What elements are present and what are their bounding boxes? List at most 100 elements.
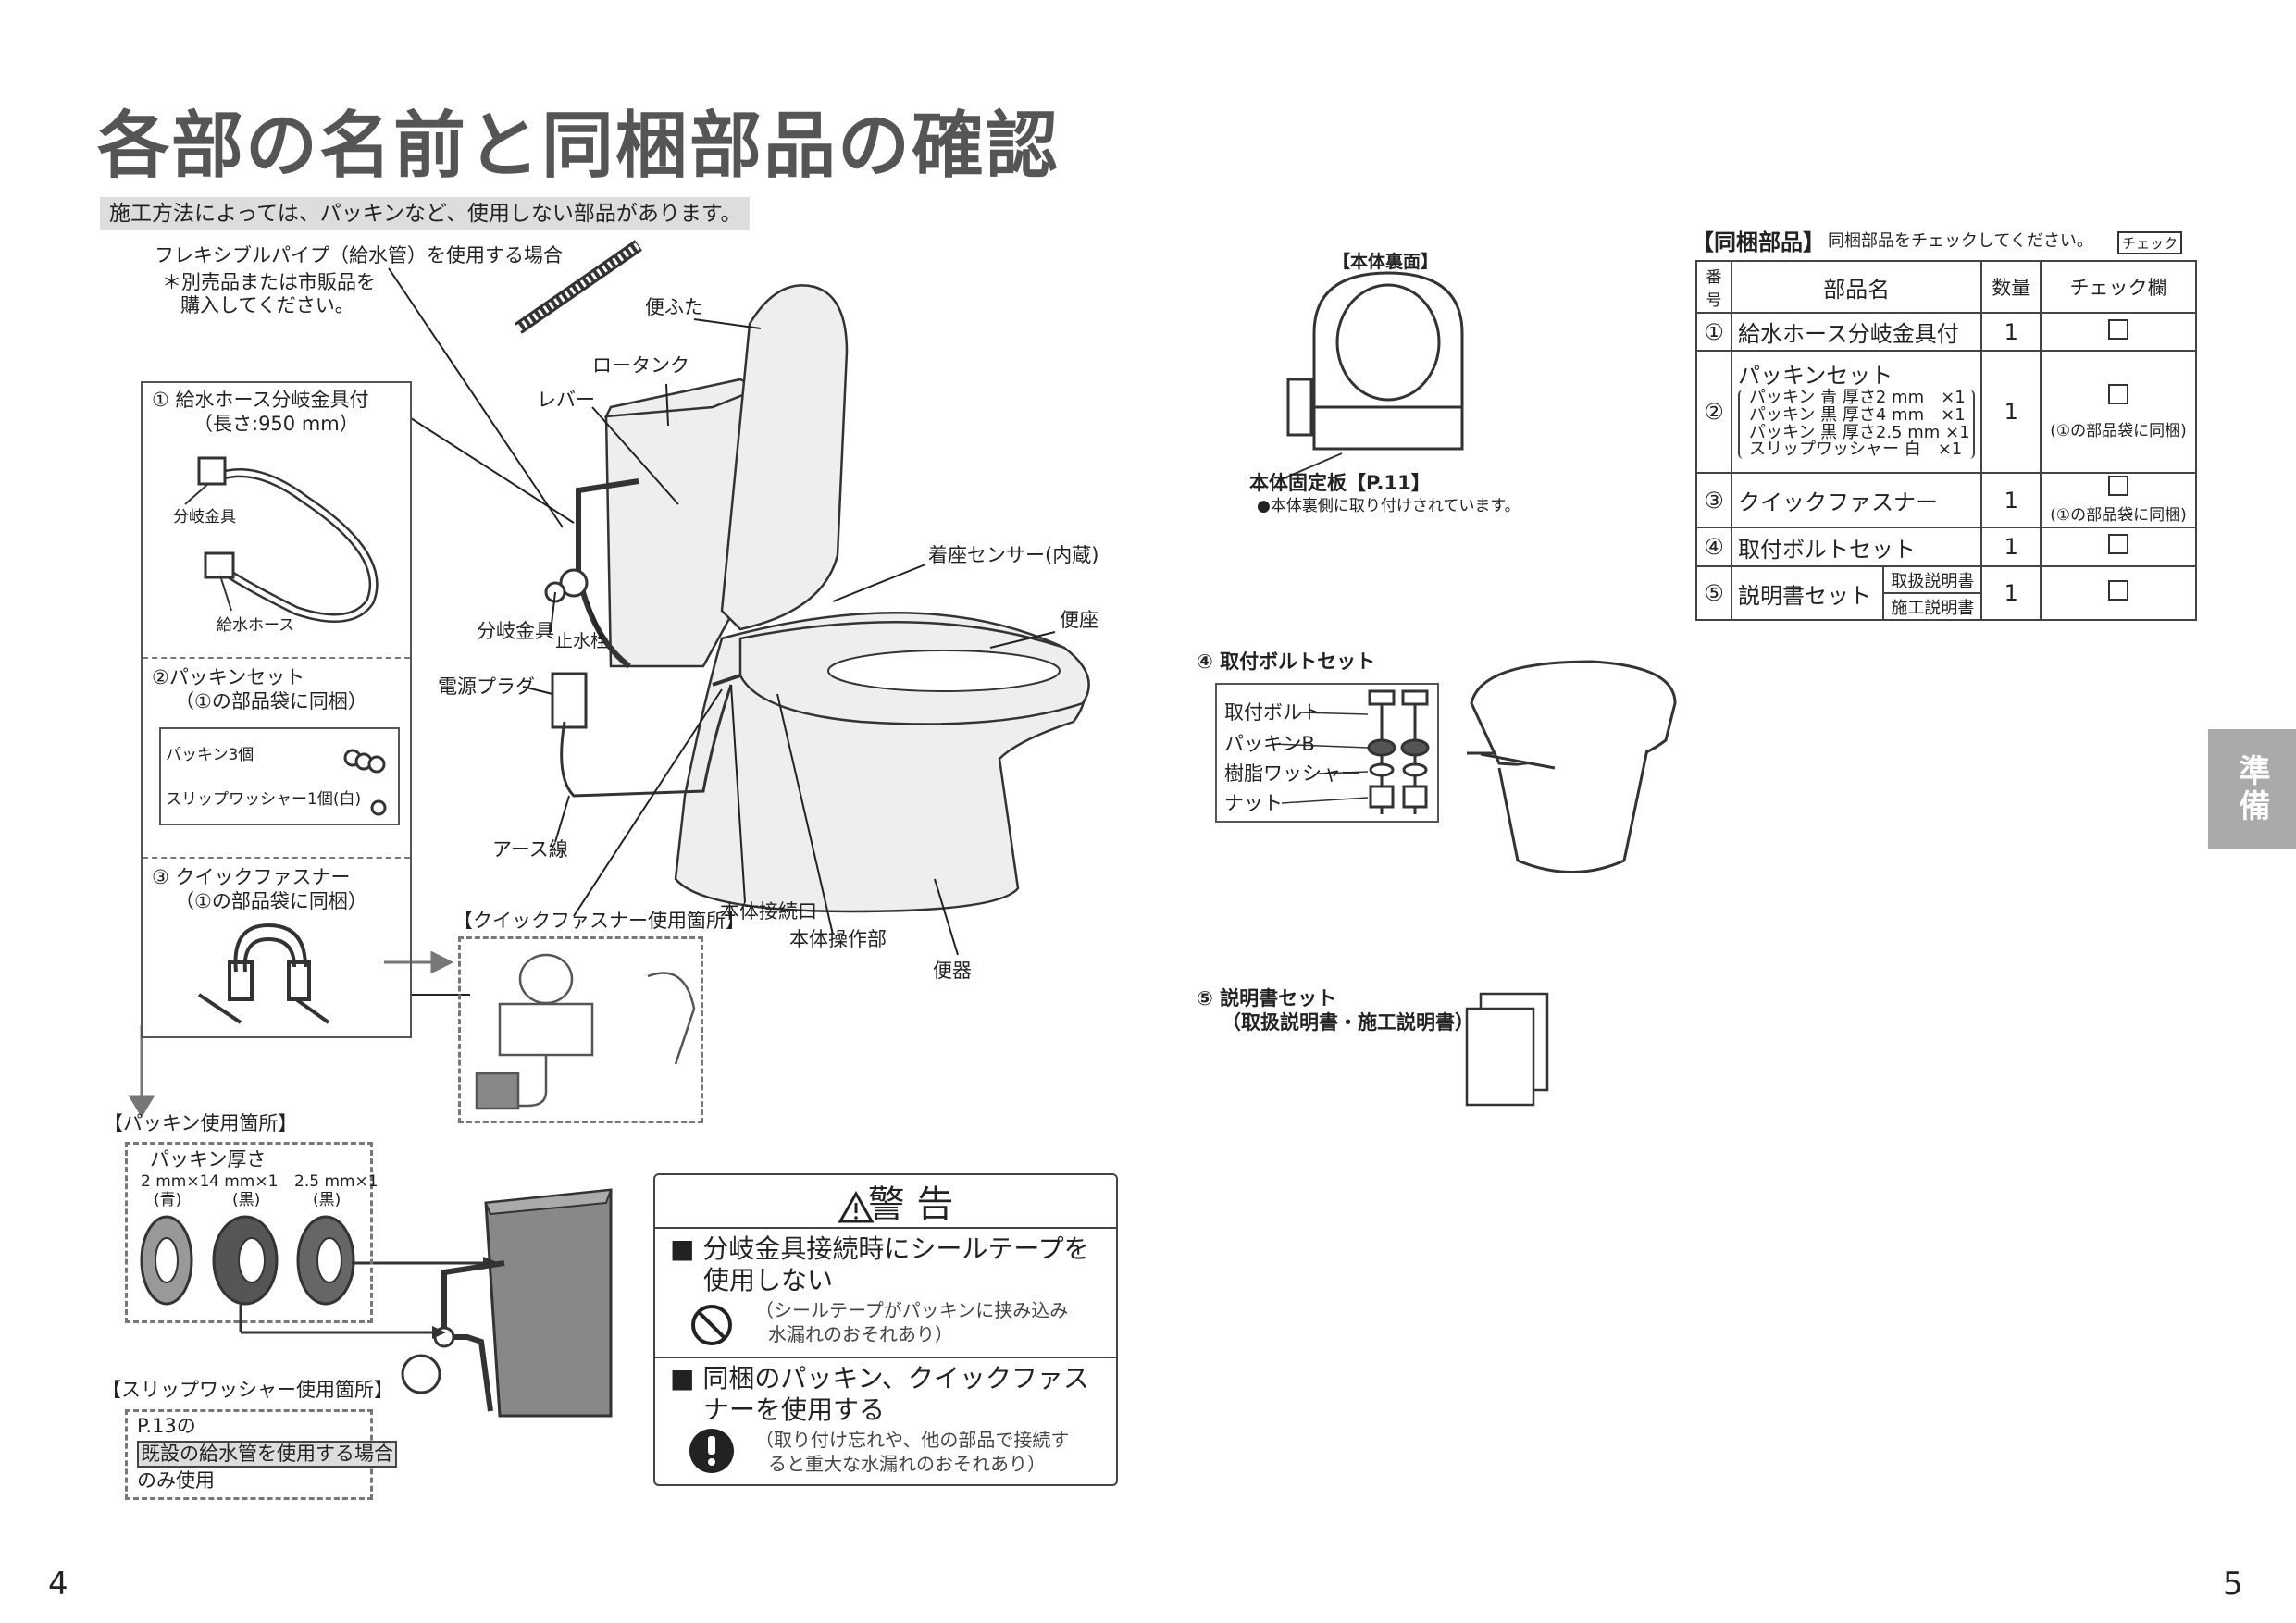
- packing-b-label: パッキンB: [1224, 733, 1315, 755]
- packing-thickness-label: パッキン厚さ: [150, 1148, 267, 1171]
- install-note: 施工方法によっては、パッキンなど、使用しない部品があります。: [100, 197, 750, 230]
- parts-heading: 【同梱部品】: [1692, 229, 1825, 255]
- resin-washer-label: 樹脂ワッシャー: [1224, 762, 1360, 785]
- bolt-set-title: ④ 取付ボルトセット: [1197, 650, 1376, 673]
- row-number: ①: [1695, 312, 1732, 352]
- warning-2-sub-a: （取り付け忘れや、他の部品で接続す: [755, 1429, 1070, 1451]
- panel-item1-title: ① 給水ホース分岐金具付: [152, 389, 369, 411]
- slip-ref: P.13の: [137, 1415, 196, 1437]
- panel-arrows: [128, 950, 454, 1118]
- parts-table: 番号 部品名 数量 チェック欄 ① 給水ホース分岐金具付 1 ② パッキンセット…: [1695, 260, 2197, 621]
- warning-1-sub-a: （シールテープがパッキンに挟み込み: [755, 1299, 1069, 1321]
- packing-detail-3: パッキン 黒 厚さ2.5 mm ×1: [1748, 422, 1970, 442]
- panel-item3-sub: （①の部品袋に同梱）: [175, 890, 367, 912]
- panel-divider: [143, 857, 410, 859]
- slip-only: のみ使用: [137, 1469, 215, 1492]
- packing-count: パッキン3個: [166, 746, 254, 764]
- check-box[interactable]: [2108, 318, 2129, 340]
- packing-color-2: (黒): [232, 1191, 261, 1209]
- fixing-plate-note: ●本体裏側に取り付けされています。: [1257, 497, 1520, 515]
- packing-size-1: 2 mm×1: [141, 1172, 210, 1191]
- warning-head-text: 警 告: [867, 1183, 954, 1226]
- earth-wire-label: アース線: [492, 838, 568, 861]
- panel-supply-hose: 給水ホース: [217, 616, 295, 635]
- manual-set-title: ⑤ 説明書セット: [1197, 987, 1337, 1010]
- row-qty: 1: [1980, 565, 2042, 621]
- row-name: パッキンセット: [1737, 362, 1893, 389]
- warning-head: 警 告: [655, 1175, 1116, 1229]
- nut-label: ナット: [1224, 792, 1283, 814]
- bolt-label: 取付ボルト: [1224, 701, 1322, 724]
- warning-triangle-icon: [838, 1190, 875, 1223]
- page-title: 各部の名前と同梱部品の確認: [97, 105, 1061, 188]
- included-parts-panel: ① 給水ホース分岐金具付 （長さ:950 mm） 分岐金具 給水ホース ②パッキ…: [141, 381, 412, 1038]
- row-number: ③: [1695, 472, 1732, 528]
- warning-1-sub-b: 水漏れのおそれあり）: [768, 1323, 953, 1345]
- bolt-set-frame: 取付ボルト パッキンB 樹脂ワッシャー ナット: [1215, 683, 1439, 823]
- lid-label: 便ふた: [645, 296, 703, 318]
- packing-size-3: 2.5 mm×1: [294, 1172, 379, 1191]
- manual-set-sub: （取扱説明書・施工説明書）: [1222, 1011, 1474, 1034]
- fixing-plate-label: 本体固定板【P.11】: [1249, 472, 1431, 494]
- toilet-drawing: [544, 284, 1090, 913]
- check-box[interactable]: [2108, 580, 2129, 601]
- prohibited-icon: [691, 1305, 732, 1345]
- panel-item3-title: ③ クイックファスナー: [152, 866, 351, 888]
- row-note: (①の部品袋に同梱): [2050, 421, 2187, 440]
- packing-usage-frame: パッキン厚さ 2 mm×1 (青) 4 mm×1 (黒) 2.5 mm×1 (黒…: [125, 1142, 379, 1323]
- quick-fastener-drawing: [197, 923, 330, 1024]
- panel-divider: [143, 657, 410, 659]
- body-connection-label: 本体接続口: [720, 900, 817, 923]
- packing-box: パッキン3個 スリップワッシャー1個(白): [159, 727, 400, 825]
- row-name: クイックファスナー: [1730, 472, 1983, 528]
- warning-2-sub-b: ると重大な水漏れのおそれあり）: [768, 1453, 1046, 1475]
- col-name: 部品名: [1730, 260, 1983, 314]
- table-row: ① 給水ホース分岐金具付 1: [1695, 312, 2197, 352]
- panel-item2-sub: （①の部品袋に同梱）: [175, 690, 367, 712]
- low-tank-label: ロータンク: [592, 354, 689, 377]
- check-box[interactable]: [2108, 383, 2129, 404]
- check-box[interactable]: [2108, 476, 2129, 496]
- col-qty: 数量: [1980, 260, 2042, 314]
- lower-tank-drawing: [239, 1188, 613, 1418]
- warning-2-title-a: ■ 同梱のパッキン、クイックファス: [670, 1363, 1089, 1394]
- col-check: チェック欄: [2040, 260, 2197, 314]
- check-badge: チェック: [2117, 231, 2183, 254]
- row-name: 取付ボルトセット: [1730, 527, 1983, 567]
- table-row: ⑤ 説明書セット 取扱説明書 施工説明書 1: [1695, 565, 2197, 621]
- section-tab[interactable]: 準備: [2208, 729, 2296, 849]
- supply-hose-drawing: [184, 456, 379, 623]
- flexible-pipe-label: フレキシブルパイプ（給水管）を使用する場合: [155, 244, 563, 266]
- warning-1-title-a: ■ 分岐金具接続時にシールテープを: [670, 1233, 1090, 1264]
- check-box[interactable]: [2108, 534, 2129, 554]
- flexible-note-2: 購入してください。: [180, 294, 354, 316]
- row-note: (①の部品袋に同梱): [2050, 506, 2187, 525]
- seat-side-drawing: [1470, 660, 1677, 873]
- packing-size-2: 4 mm×1: [209, 1172, 279, 1191]
- page-number-left: 4: [48, 1566, 68, 1603]
- row-number: ⑤: [1695, 565, 1732, 621]
- slip-washer-usage-frame: P.13の 既設の給水管を使用する場合 のみ使用: [125, 1409, 397, 1500]
- power-plug-label: 電源プラグ: [438, 675, 535, 698]
- row-qty: 1: [1980, 527, 2042, 567]
- slip-condition: 既設の給水管を使用する場合: [137, 1441, 397, 1468]
- packing-detail-2: パッキン 黒 厚さ4 mm ×1: [1748, 404, 1966, 425]
- stop-valve-label: 止水栓: [555, 631, 609, 651]
- quick-fastener-place-title: 【クイックファスナー使用箇所】: [453, 910, 745, 932]
- warning-1-title-b: 使用しない: [703, 1265, 834, 1295]
- row-qty: 1: [1980, 350, 2042, 474]
- table-row: ④ 取付ボルトセット 1: [1695, 527, 2197, 567]
- row-number: ②: [1695, 350, 1732, 474]
- row-name: 説明書セット: [1737, 582, 1871, 609]
- packing-large-drawings: [140, 1215, 355, 1306]
- packing-mini-icons: [343, 749, 387, 816]
- table-row: ② パッキンセット パッキン 青 厚さ2 mm ×1 パッキン 黒 厚さ4 mm…: [1695, 350, 2197, 474]
- unit-back-title: 【本体裏面】: [1333, 252, 1439, 272]
- packing-usage-title: 【パッキン使用箇所】: [104, 1112, 298, 1134]
- warning-divider: [655, 1357, 1116, 1358]
- row-qty: 1: [1980, 472, 2042, 528]
- manual-set-drawing: [1465, 992, 1549, 1107]
- warning-2-title-b: ナーを使用する: [703, 1394, 886, 1425]
- panel-item1-length: （長さ:950 mm）: [193, 413, 359, 435]
